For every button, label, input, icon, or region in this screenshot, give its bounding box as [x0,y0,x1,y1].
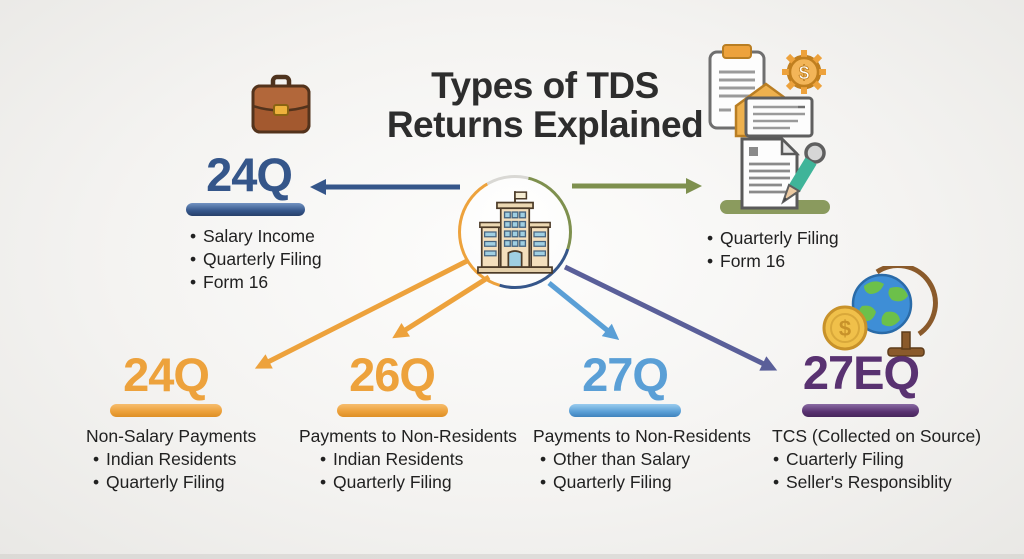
briefcase-icon [248,74,314,136]
section-27q-heading: 27Q [582,348,669,401]
section-subtitle: TCS (Collected on Source) [772,426,982,446]
arrow-to-26q [392,274,491,339]
list-item: Quarterly Filing [183,248,322,271]
page-title-line2: Returns Explained [386,104,704,145]
list-item: Quarterly Filing [313,471,517,494]
central-hub [458,175,572,289]
section-certificate-list: Quarterly Filing Form 16 [700,227,839,273]
list-item: Indian Residents [86,448,256,471]
list-item: Cuarterly Filing [766,448,981,471]
building-icon [461,178,569,286]
heading-underline-bar [802,404,919,417]
list-item: Quarterly Filing [700,227,839,250]
svg-text:$: $ [799,63,810,84]
arrow-to-27q [547,281,620,341]
heading-underline-bar [337,404,448,417]
heading-underline-bar [186,203,305,216]
list-item: Quarterly Filing [86,471,256,494]
svg-text:$: $ [839,316,851,341]
list-item: Other than Salary [533,448,751,471]
list-item: Quarterly Filing [533,471,751,494]
section-subtitle: Payments to Non-Residents [299,426,517,446]
section-subtitle: Non-Salary Payments [86,426,257,446]
list-item: Seller's Responsiblity [766,471,981,494]
list-item: Salary Income [183,225,322,248]
page-title-line1: Types of TDS [431,65,659,106]
section-27eq-list: TCS (Collected on Source) Cuarterly Fili… [766,425,981,494]
page-title: Types of TDS Returns Explained [375,66,715,144]
tax-documents-icon: $ [698,40,838,140]
section-26q-heading: 26Q [349,348,436,401]
section-27eq-heading: 27EQ [802,346,920,399]
globe-coin-icon: $ [820,266,938,358]
heading-underline-bar [110,404,222,417]
heading-underline-bar [569,404,681,417]
document-pen-icon [716,136,834,218]
section-26q-list: Payments to Non-Residents Indian Residen… [299,425,517,494]
list-item: Indian Residents [313,448,517,471]
section-24q-salary-list: Salary Income Quarterly Filing Form 16 [183,225,322,294]
list-item: Form 16 [183,271,322,294]
section-24q-nonsalary-heading: 24Q [123,348,210,401]
section-24q-nonsalary-list: Non-Salary Payments Indian Residents Qua… [86,425,256,494]
section-27q-list: Payments to Non-Residents Other than Sal… [533,425,751,494]
section-24q-salary-heading: 24Q [206,148,293,201]
section-subtitle: Payments to Non-Residents [533,426,751,446]
list-item: Form 16 [700,250,839,273]
